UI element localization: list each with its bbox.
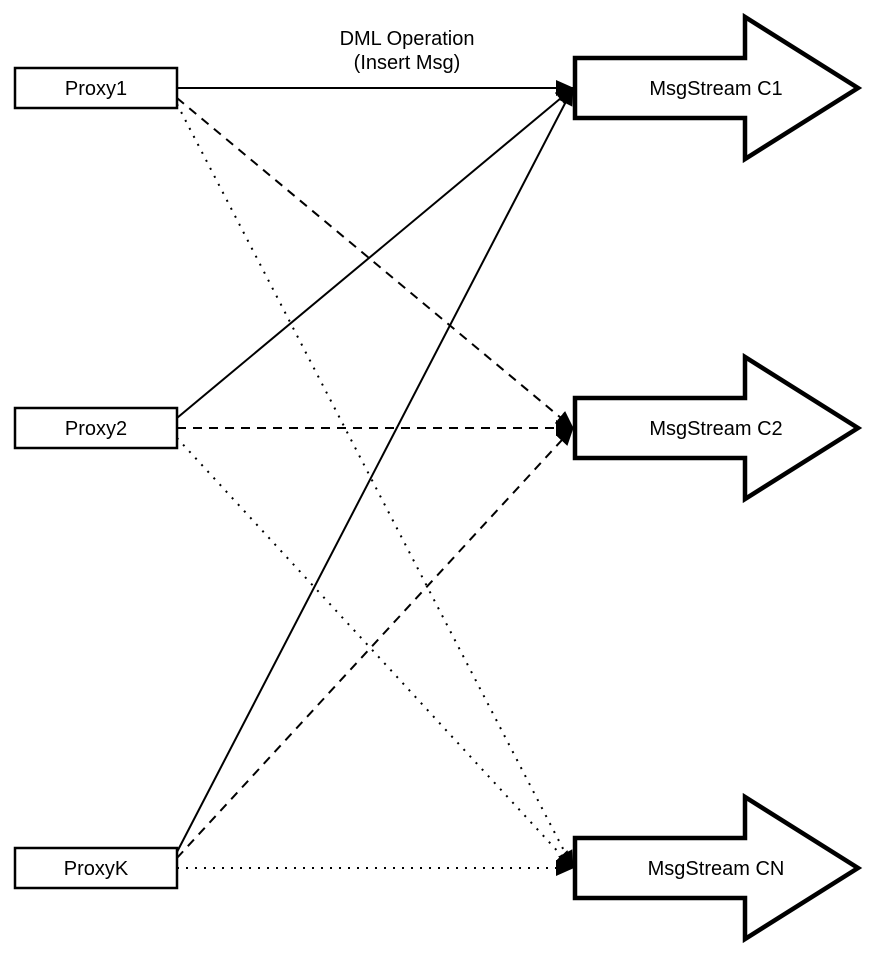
- proxyk-label: ProxyK: [64, 858, 129, 880]
- msgstream-cn-node: MsgStream CN: [572, 792, 863, 944]
- msgstream-c2-label: MsgStream C2: [649, 418, 782, 440]
- edge-group: [176, 80, 574, 876]
- edge-proxy2-to-c1-solid: [176, 87, 574, 419]
- proxy2-box: [13, 406, 179, 450]
- proxyk-box: [13, 846, 179, 890]
- msgstream-c2-arrow-shape: [572, 352, 863, 504]
- dml-operation-label-line1: DML Operation: [340, 28, 475, 50]
- msgstream-c2-node: MsgStream C2: [572, 352, 863, 504]
- edge-proxy1-to-c2-dashed: [176, 97, 574, 429]
- proxy1-label: Proxy1: [65, 78, 127, 100]
- edge-proxyk-to-c2-dashed: [176, 427, 574, 859]
- msgstream-c1-node: MsgStream C1: [572, 12, 863, 164]
- dml-operation-label: DML Operation (Insert Msg): [340, 28, 475, 74]
- dml-operation-label-line2: (Insert Msg): [354, 52, 461, 74]
- msgstream-c1-label: MsgStream C1: [649, 78, 782, 100]
- edge-proxy1-to-cn-dotted: [176, 103, 574, 869]
- proxyk-node: ProxyK: [13, 846, 179, 890]
- edge-proxy2-to-cn-dotted: [176, 437, 574, 869]
- msgstream-cn-label: MsgStream CN: [648, 858, 785, 880]
- proxy1-node: Proxy1: [13, 66, 179, 110]
- proxy1-box: [13, 66, 179, 110]
- msgstream-cn-arrow-shape: [572, 792, 863, 944]
- msgstream-c1-arrow-shape: [572, 12, 863, 164]
- edge-proxyk-to-c1-solid: [176, 87, 574, 853]
- proxy2-label: Proxy2: [65, 418, 127, 440]
- proxy2-node: Proxy2: [13, 406, 179, 450]
